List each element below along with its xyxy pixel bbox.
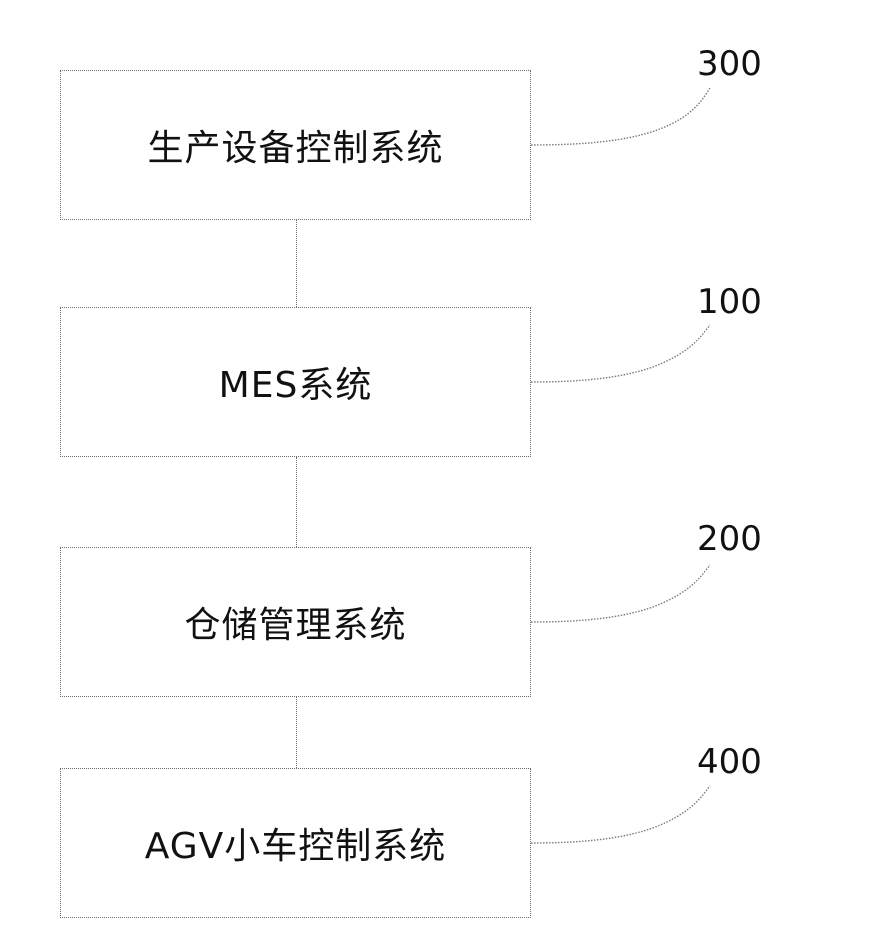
reference-number-400: 400	[697, 745, 762, 779]
connector-100-200	[296, 457, 297, 547]
mes-system-label: MES系统	[219, 356, 373, 408]
reference-number-100: 100	[697, 285, 762, 319]
warehouse-management-system-box: 仓储管理系统	[60, 547, 531, 697]
connector-200-400	[296, 697, 297, 768]
agv-control-system-label: AGV小车控制系统	[145, 817, 447, 869]
leader-line-100	[531, 325, 710, 382]
production-equipment-control-system-box: 生产设备控制系统	[60, 70, 531, 220]
mes-system-box: MES系统	[60, 307, 531, 457]
agv-control-system-box: AGV小车控制系统	[60, 768, 531, 918]
leader-line-200	[531, 565, 710, 622]
warehouse-management-system-label: 仓储管理系统	[184, 596, 406, 648]
leader-line-400	[531, 786, 710, 843]
production-equipment-control-system-label: 生产设备控制系统	[147, 119, 443, 171]
leader-line-300	[531, 88, 710, 145]
connector-300-100	[296, 220, 297, 307]
reference-number-300: 300	[697, 47, 762, 81]
reference-number-200: 200	[697, 522, 762, 556]
